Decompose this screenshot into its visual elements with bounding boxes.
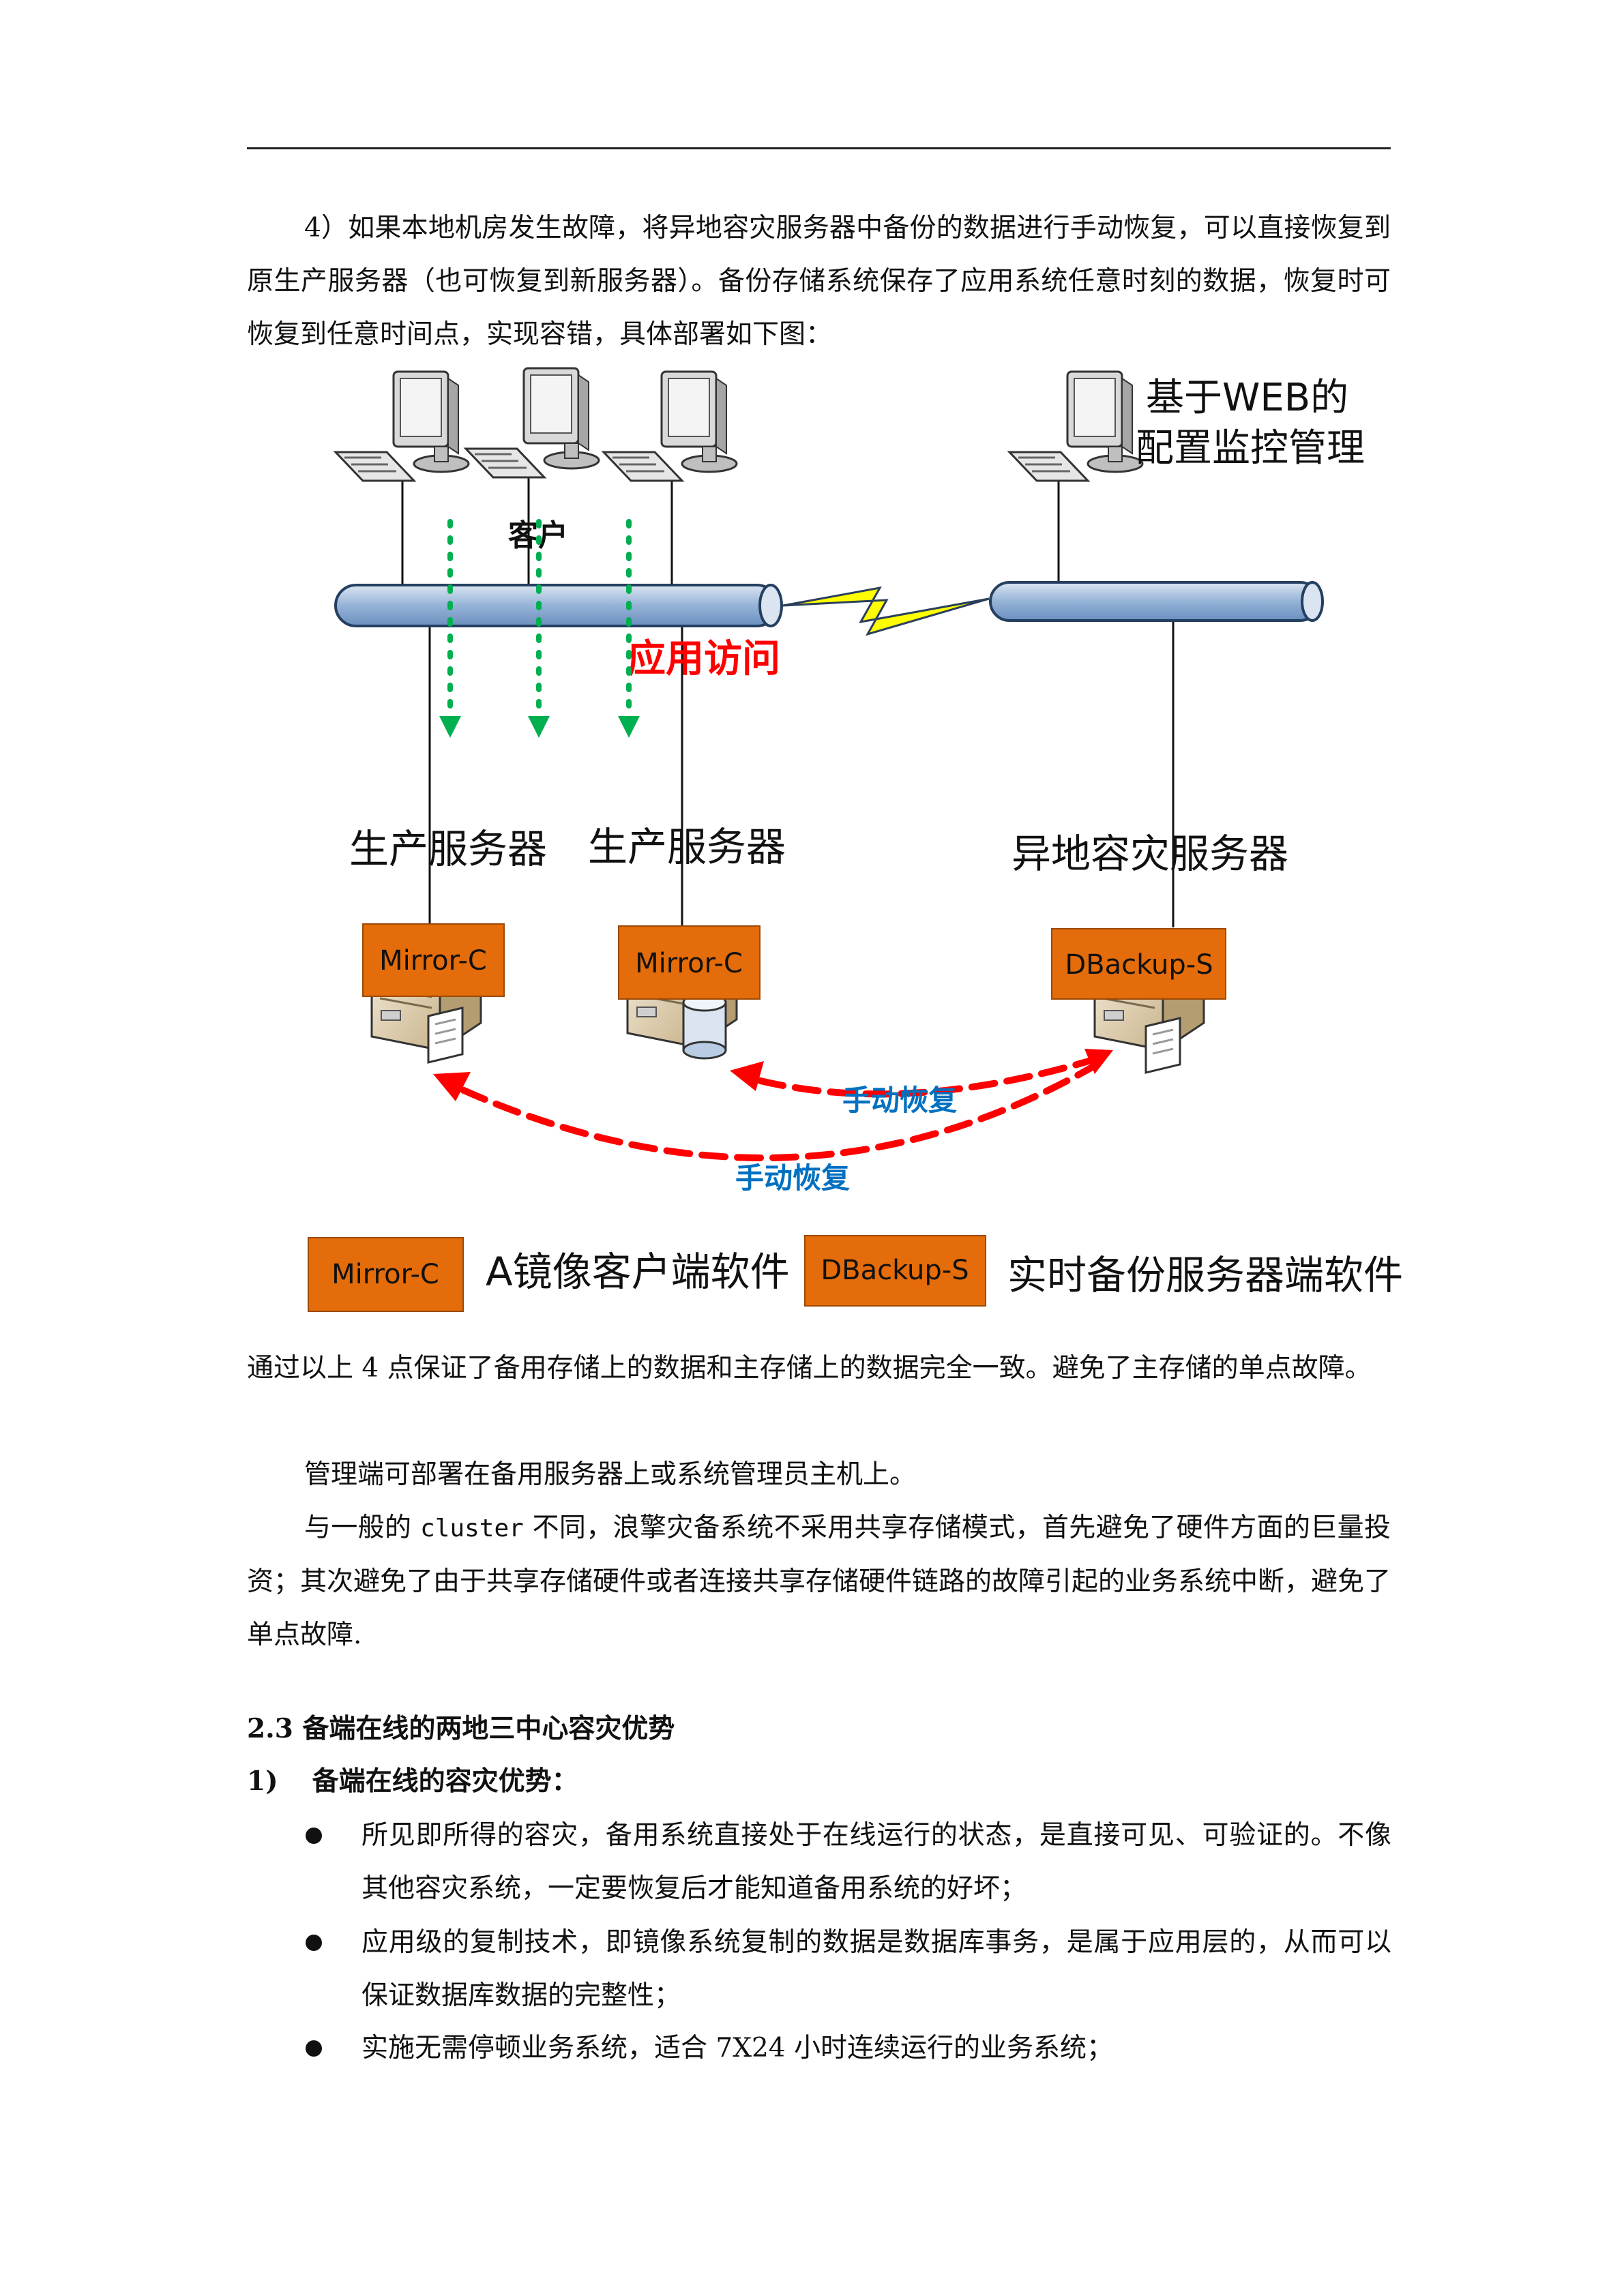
database-icon: [682, 993, 727, 1060]
mirror-c-box-2: [618, 925, 761, 1000]
prod-server-label-2: 生产服务器: [588, 824, 786, 870]
web-label-line1: 基于WEB的: [1146, 376, 1348, 420]
restore-arrows: [447, 1055, 1102, 1161]
mirror-c-label-2: Mirror-C: [635, 948, 743, 979]
header-rule: [247, 147, 1391, 149]
sub-heading: 1)备端在线的容灾优势：: [247, 1765, 578, 1797]
cluster-paragraph: 与一般的 cluster 不同，浪擎灾备系统不采用共享存储模式，首先避免了硬件方…: [247, 1512, 1391, 1650]
lightning-icon: [782, 586, 990, 636]
network-backbone-left: [334, 584, 783, 627]
network-backbone-right: [989, 581, 1324, 622]
restore-arrowheads: [433, 1049, 1113, 1101]
document-icon: [427, 1007, 464, 1064]
manual-restore-label-1: 手动恢复: [842, 1084, 957, 1117]
legend-box-label-2: DBackup-S: [821, 1255, 969, 1286]
bullet-icon: [306, 1935, 322, 1951]
section-heading: 2.3 备端在线的两地三中心容灾优势: [247, 1713, 675, 1744]
dr-server-label: 异地容灾服务器: [1012, 831, 1288, 877]
access-arrowheads: [439, 716, 640, 738]
computer-icon: [602, 370, 738, 482]
legend-box-label-1: Mirror-C: [331, 1259, 439, 1290]
management-paragraph: 管理端可部署在备用服务器上或系统管理员主机上。: [304, 1459, 917, 1490]
app-access-label: 应用访问: [628, 637, 780, 681]
web-label-line2: 配置监控管理: [1136, 426, 1365, 471]
computer-icon: [1008, 370, 1144, 482]
legend-text-2: 实时备份服务器端软件: [1007, 1252, 1403, 1298]
legend-text-1: A镜像客户端软件: [486, 1249, 790, 1295]
prod-server-label-1: 生产服务器: [349, 826, 547, 872]
access-arrows: [447, 519, 632, 715]
mirror-c-label-1: Mirror-C: [379, 945, 487, 976]
computer-icon: [464, 367, 600, 479]
legend-box-2: [804, 1235, 986, 1307]
summary-paragraph: 通过以上 4 点保证了备用存储上的数据和主存储上的数据完全一致。避免了主存储的单…: [247, 1353, 1372, 1384]
document-icon: [1145, 1017, 1181, 1074]
mirror-c-box-1: [362, 923, 505, 997]
network-cables: [401, 477, 1175, 927]
bullet-icon: [306, 1828, 322, 1844]
intro-paragraph: 4）如果本地机房发生故障，将异地容灾服务器中备份的数据进行手动恢复，可以直接恢复…: [247, 213, 1391, 350]
dbackup-s-label: DBackup-S: [1065, 949, 1213, 981]
computer-icon: [334, 370, 470, 482]
legend-box-1: [308, 1237, 464, 1312]
bullet-icon: [306, 2040, 322, 2057]
manual-restore-label-2: 手动恢复: [735, 1161, 850, 1195]
dbackup-s-box: [1051, 928, 1226, 1000]
